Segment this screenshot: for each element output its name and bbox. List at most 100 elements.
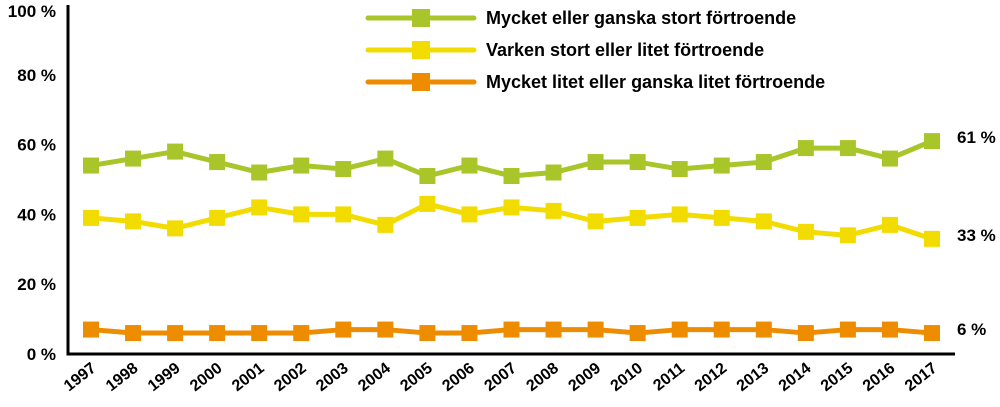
- x-tick-label: 2013: [734, 360, 773, 395]
- data-point-marker: [167, 220, 184, 237]
- data-point-marker: [461, 157, 478, 174]
- x-tick-label: 2012: [692, 360, 731, 395]
- data-point-marker: [797, 140, 814, 157]
- data-point-marker: [587, 321, 604, 338]
- data-point-marker: [83, 209, 99, 226]
- data-point-marker: [755, 154, 772, 171]
- data-point-marker: [335, 321, 352, 338]
- x-tick-label: 2017: [902, 360, 941, 395]
- x-tick-label: 2010: [608, 360, 647, 395]
- data-point-marker: [587, 154, 604, 171]
- legend-label: Mycket eller ganska stort förtroende: [486, 8, 796, 28]
- data-point-marker: [545, 202, 562, 219]
- data-point-marker: [167, 143, 184, 160]
- data-point-marker: [839, 321, 856, 338]
- legend-swatch-marker: [412, 9, 430, 27]
- x-tick-label: 2005: [397, 360, 436, 395]
- data-point-marker: [881, 321, 898, 338]
- data-point-marker: [83, 321, 99, 338]
- legend-label: Varken stort eller litet förtroende: [486, 40, 764, 60]
- data-point-marker: [713, 209, 730, 226]
- data-point-marker: [419, 168, 436, 185]
- x-tick-label: 2006: [439, 360, 478, 395]
- axes: [66, 5, 955, 356]
- data-point-marker: [839, 140, 856, 157]
- data-point-marker: [377, 321, 394, 338]
- data-point-marker: [125, 325, 142, 342]
- data-point-marker: [755, 213, 772, 230]
- data-point-marker: [671, 321, 688, 338]
- data-point-marker: [125, 150, 142, 167]
- end-labels: 61 % 33 % 6 %: [957, 128, 996, 339]
- legend-swatch-marker: [412, 41, 430, 59]
- x-tick-label: 2011: [650, 360, 688, 395]
- data-point-marker: [125, 213, 142, 230]
- data-point-marker: [713, 157, 730, 174]
- series-3: [83, 321, 940, 342]
- y-tick-label: 60 %: [17, 136, 56, 155]
- data-point-marker: [881, 150, 898, 167]
- data-point-marker: [629, 209, 646, 226]
- x-tick-label: 2000: [187, 360, 226, 395]
- data-point-marker: [503, 321, 520, 338]
- series-2: [83, 195, 940, 247]
- series-end-label: 33 %: [957, 226, 996, 245]
- legend-item: Varken stort eller litet förtroende: [365, 40, 764, 60]
- data-point-marker: [461, 206, 478, 223]
- series-end-label: 6 %: [957, 320, 986, 339]
- data-point-marker: [293, 206, 310, 223]
- y-tick-label: 100 %: [8, 2, 56, 21]
- legend-swatch-marker: [412, 73, 430, 91]
- x-tick-label: 2003: [313, 360, 352, 395]
- legend: Mycket eller ganska stort förtroendeVark…: [365, 8, 825, 92]
- data-point-marker: [924, 325, 940, 342]
- x-tick-label: 2002: [271, 360, 310, 395]
- data-point-marker: [545, 321, 562, 338]
- y-tick-label: 20 %: [17, 275, 56, 294]
- data-point-marker: [924, 133, 940, 150]
- x-tick-label: 2015: [818, 360, 857, 395]
- data-point-marker: [209, 325, 226, 342]
- x-tick-label: 2016: [860, 360, 899, 395]
- data-point-marker: [671, 161, 688, 178]
- x-tick-label: 1998: [103, 360, 142, 395]
- data-point-marker: [335, 161, 352, 178]
- data-point-marker: [503, 168, 520, 185]
- data-point-marker: [629, 154, 646, 171]
- data-point-marker: [545, 164, 562, 181]
- legend-item: Mycket litet eller ganska litet förtroen…: [365, 72, 825, 92]
- x-tick-label: 2007: [481, 360, 520, 395]
- y-tick-labels: 0 % 20 % 40 % 60 % 80 % 100 %: [8, 2, 56, 364]
- series-1: [83, 133, 940, 185]
- data-point-marker: [713, 321, 730, 338]
- y-tick-label: 40 %: [17, 205, 56, 224]
- data-point-marker: [419, 325, 436, 342]
- data-point-marker: [839, 227, 856, 244]
- data-point-marker: [797, 325, 814, 342]
- data-point-marker: [209, 154, 226, 171]
- data-point-marker: [251, 325, 268, 342]
- data-point-marker: [167, 325, 184, 342]
- x-tick-label: 2009: [566, 360, 605, 395]
- data-point-marker: [377, 216, 394, 233]
- series-end-label: 61 %: [957, 128, 996, 147]
- data-point-marker: [209, 209, 226, 226]
- y-tick-label: 80 %: [17, 66, 56, 85]
- data-point-marker: [293, 157, 310, 174]
- x-tick-label: 2001: [229, 360, 268, 395]
- x-tick-label: 1997: [61, 360, 100, 395]
- legend-item: Mycket eller ganska stort förtroende: [365, 8, 796, 28]
- data-point-marker: [503, 199, 520, 216]
- data-point-marker: [83, 157, 99, 174]
- data-point-marker: [924, 230, 940, 247]
- y-tick-label: 0 %: [27, 345, 56, 364]
- data-point-marker: [755, 321, 772, 338]
- x-tick-label: 1999: [145, 360, 184, 395]
- data-point-marker: [335, 206, 352, 223]
- data-point-marker: [629, 325, 646, 342]
- data-point-marker: [461, 325, 478, 342]
- data-point-marker: [587, 213, 604, 230]
- data-point-marker: [881, 216, 898, 233]
